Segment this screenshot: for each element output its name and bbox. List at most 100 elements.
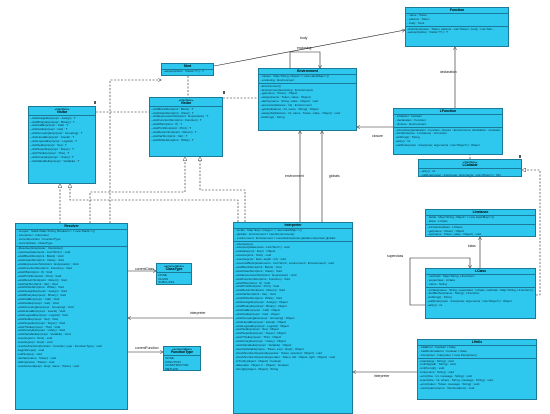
class-header[interactable]: LHelix	[418, 340, 536, 346]
class-method[interactable]: -checkNumberOperand(operator : Token, op…	[235, 350, 322, 355]
class-field[interactable]: - name : Token	[407, 13, 427, 18]
class-header[interactable]: «enumeration»FunctionType	[164, 347, 200, 357]
class-method[interactable]: ~visitSetExpr(expr : Set) : T	[30, 142, 67, 147]
class-method[interactable]: +visitLiteralExpr(expr : Literal) : Void	[17, 308, 66, 313]
class-field[interactable]: ~globals : Environment = new Environment…	[235, 232, 295, 237]
class-method[interactable]: ~visitGetExpr(expr : Get) : T	[30, 127, 68, 132]
class-field[interactable]: - declaration : Function	[395, 118, 426, 123]
class-method[interactable]: +visitPrintStmt(stmt : Print) : Void	[17, 273, 62, 278]
class-method[interactable]: ~visitLiteralExpr(expr : Literal) : T	[30, 135, 75, 140]
class-method[interactable]: ~Environment(enclosing : Environment)	[260, 87, 313, 92]
class-method[interactable]: -evaluate(expr : Expr) : Object	[235, 249, 276, 254]
class-method[interactable]: ~interpret(statements : List<Stmt>) : vo…	[235, 245, 290, 250]
class-method[interactable]: +visitCallExpr(expr : Call) : Object	[235, 307, 281, 312]
class-method[interactable]: +visitFunctionStmt(stmt : Function) : Vo…	[235, 276, 290, 281]
class-method[interactable]: -stringify(object : Object) : String	[235, 366, 279, 371]
class-field[interactable]: CLASS	[158, 276, 169, 281]
class-method[interactable]: ~visitLogicalExpr(expr : Logical) : T	[30, 139, 77, 144]
class-method[interactable]: +visitWhileStmt(stmt : While) : Void	[235, 296, 282, 301]
class-method[interactable]: +visitLogicalExpr(expr : Logical) : Void	[17, 312, 68, 317]
class-lhelix[interactable]: LHelix- hadError : boolean = false- hadR…	[417, 339, 537, 400]
class-method[interactable]: +visitAssignExpr(expr : Assign) : Object	[235, 300, 288, 305]
class-method[interactable]: ~get(name : Token) : Object	[427, 228, 465, 233]
class-method[interactable]: +visitVarStmt(stmt : Var) : Void	[17, 281, 58, 286]
class-method[interactable]: -define(name : Token) : void	[17, 359, 55, 364]
class-field[interactable]: - currentClass : ClassType	[17, 240, 53, 245]
class-method[interactable]: ~visitVariableExpr(expr : Variable) : T	[30, 158, 80, 163]
class-method[interactable]: +visitFunctionStmt(stmt : Function) : Vo…	[17, 265, 72, 270]
class-method[interactable]: +visitBlockStmt(stmt : Block) : Void	[235, 264, 282, 269]
class-method[interactable]: ~visitBinaryExpr(expr : Binary) : T	[30, 119, 75, 124]
class-method[interactable]: -isTruthy(object : Object) : boolean	[235, 358, 282, 363]
class-header[interactable]: Environment	[259, 69, 356, 75]
class-header[interactable]: LClass	[426, 269, 535, 275]
class-method[interactable]: +visitGroupingExpr(expr : Grouping) : Ob…	[235, 315, 295, 320]
class-header[interactable]: «interface»Visitor	[150, 98, 222, 108]
class-method[interactable]: +toString() : String	[427, 295, 452, 300]
class-field[interactable]: - initializer : boolean	[395, 114, 422, 119]
interface-stmt-visitor[interactable]: «interface»Visitor~visitBlockStmt(stmt :…	[149, 97, 223, 157]
class-method[interactable]: +visitVariableExpr(expr : Variable) : Vo…	[17, 332, 71, 337]
interface-lcallable[interactable]: «interface»LCallable~arity() : int~call(…	[418, 159, 522, 177]
class-method[interactable]: ~ancestor(distance : int) : Environment	[260, 103, 312, 108]
class-method[interactable]: -runPrompt() : void	[419, 366, 445, 371]
class-method[interactable]: ~LInstance(klass : LClass)	[427, 224, 463, 229]
class-method[interactable]: -run(source : String) : void	[419, 370, 454, 375]
class-method[interactable]: +visitThisExpr(expr : This) : Object	[235, 335, 282, 340]
class-field[interactable]: - currentFunction : FunctionType	[17, 237, 61, 242]
class-method[interactable]: -execute(stmt : Stmt) : void	[235, 253, 272, 258]
class-field[interactable]: - locals : Map<Expr, Integer> = new Hash…	[235, 228, 302, 233]
class-method[interactable]: ~Environment()	[260, 83, 281, 88]
class-method[interactable]: ~accept(visitor : Visitor<T>) : T	[163, 69, 205, 74]
class-method[interactable]: +visitReturnStmt(stmt : Return) : Void	[235, 288, 285, 293]
class-method[interactable]: ~executeBlock(statements : List<Stmt>, e…	[235, 261, 334, 266]
class-method[interactable]: ~findMethod(name : String) : LFunction	[427, 291, 480, 296]
class-method[interactable]: ~getAt(distance : int, name : String) : …	[260, 107, 319, 112]
class-header[interactable]: Resolver	[16, 224, 127, 230]
interface-expr-visitor[interactable]: «interface»Visitor~visitAssignExpr(expr …	[28, 106, 96, 184]
class-field[interactable]: - superclass : LClass	[427, 278, 456, 283]
class-method[interactable]: +toString() : String	[395, 135, 420, 140]
class-method[interactable]: +visitGetExpr(expr : Get) : Void	[17, 301, 59, 306]
class-method[interactable]: -runFile(path : String) : void	[419, 362, 456, 367]
class-function[interactable]: Function- name : Token- params : Token- …	[405, 7, 509, 47]
class-method[interactable]: +arity() : int	[427, 303, 443, 308]
class-method[interactable]: ~LClass(name : String, superclass : LCla…	[427, 287, 534, 292]
class-method[interactable]: ~visitClassStmt(stmt : Class) : T	[151, 110, 194, 115]
class-method[interactable]: +visitGetExpr(expr : Get) : Object	[235, 311, 280, 316]
class-method[interactable]: -resolveFunction(function : Function, ty…	[17, 344, 102, 349]
class-lclass[interactable]: LClass- methods : Map<String, LFunction>…	[425, 268, 536, 319]
class-environment[interactable]: Environment- values : Map<String, Object…	[258, 68, 357, 131]
class-method[interactable]: +visitReturnStmt(stmt : Return) : Void	[17, 277, 67, 282]
class-lfunction[interactable]: LFunction- initializer : boolean- declar…	[393, 108, 503, 155]
class-method[interactable]: ~resolve(expr : Expr, depth : int) : voi…	[235, 257, 286, 262]
class-field[interactable]: - name : String	[427, 282, 447, 287]
class-method[interactable]: +visitPrintStmt(stmt : Print) : Void	[235, 284, 280, 289]
class-field[interactable]: - scopes : Stack<Map<String, Boolean>> =…	[17, 229, 95, 234]
class-method[interactable]: +visitUnaryExpr(expr : Unary) : Void	[17, 328, 65, 333]
class-field[interactable]: - fields : Map<String, Object> = new Has…	[427, 215, 495, 220]
class-method[interactable]: +visitIfStmt(stmt : If) : Void	[17, 269, 53, 274]
class-field[interactable]: FUNCTION	[165, 359, 181, 364]
class-method[interactable]: ~visitReturnStmt(stmt : Return) : T	[151, 130, 197, 135]
class-method[interactable]: ~visitAssignExpr(expr : Assign) : T	[30, 115, 76, 120]
class-method[interactable]: ~visitIfStmt(stmt : If) : T	[151, 122, 183, 127]
class-method[interactable]: +visitGroupingExpr(expr : Grouping) : Vo…	[17, 305, 74, 310]
class-method[interactable]: ~visitUnaryExpr(expr : Unary) : T	[30, 154, 74, 159]
class-field[interactable]: - hadError : boolean = false	[419, 345, 456, 350]
class-header[interactable]: «interface»LCallable	[419, 160, 521, 170]
class-method[interactable]: -declare(name : Token) : void	[17, 355, 56, 360]
class-header[interactable]: LFunction	[394, 109, 502, 115]
class-method[interactable]: -isEqual(a : Object, b : Object) : boole…	[235, 362, 289, 367]
class-field[interactable]: - interpreter : Interpreter = new Interp…	[419, 353, 477, 358]
class-method[interactable]: ~visitPrintStmt(stmt : Print) : T	[151, 126, 192, 131]
class-method[interactable]: ~define(name : String, value : Object) :…	[260, 99, 318, 104]
class-method[interactable]: ~visitFunctionStmt(stmt : Function) : T	[151, 118, 202, 123]
class-method[interactable]: ~visitGroupingExpr(expr : Grouping) : T	[30, 131, 83, 136]
class-method[interactable]: ~assign(name : Token, value : Object)	[260, 95, 311, 100]
class-header[interactable]: Function	[406, 8, 508, 14]
class-method[interactable]: +visitLiteralExpr(expr : Literal) : Obje…	[235, 319, 287, 324]
class-field[interactable]: - closure : Environment	[395, 122, 427, 127]
class-method[interactable]: +visitCallExpr(expr : Call) : Void	[17, 297, 60, 302]
